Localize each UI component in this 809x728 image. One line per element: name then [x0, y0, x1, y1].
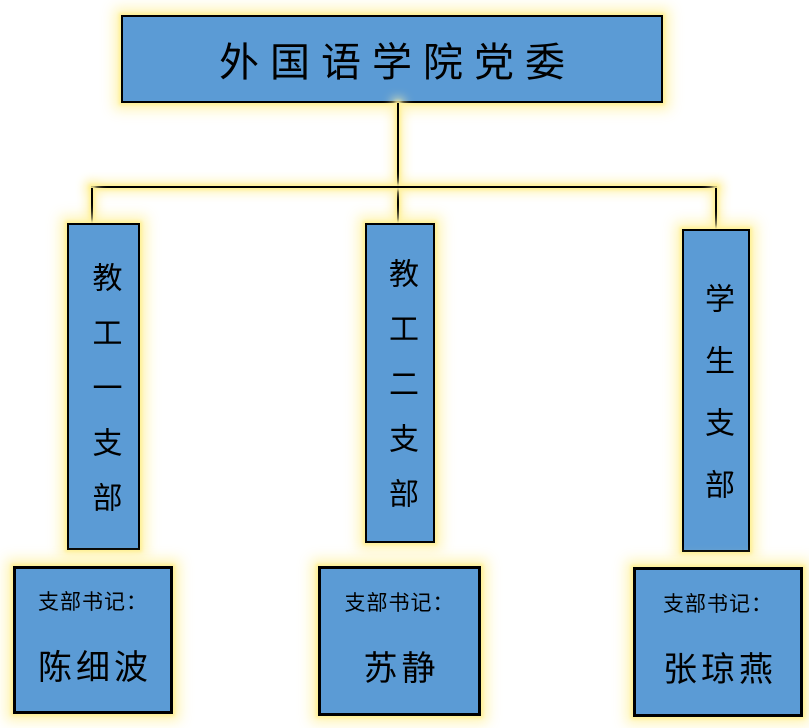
branch-label-3: 学生支部	[700, 282, 733, 531]
org-root-box: 外国语学院党委	[121, 15, 663, 103]
connector-vertical-main	[397, 103, 399, 223]
connector-drop-branch-3	[715, 188, 717, 229]
secretary-name-3: 张琼燕	[663, 651, 777, 689]
branch-box-2: 教工二支部	[365, 223, 435, 543]
secretary-title-1: 支部书记：	[38, 589, 148, 614]
org-root-label: 外国语学院党委	[219, 40, 576, 85]
secretary-name-1: 陈细波	[38, 649, 152, 687]
secretary-box-2: 支部书记： 苏静	[318, 566, 481, 716]
secretary-name-2: 苏静	[363, 650, 440, 688]
branch-label-1: 教工一支部	[87, 261, 121, 537]
connector-drop-branch-1	[91, 188, 93, 223]
branch-label-2: 教工二支部	[384, 258, 417, 533]
secretary-box-1: 支部书记： 陈细波	[13, 566, 173, 714]
secretary-title-2: 支部书记：	[344, 590, 455, 615]
branch-box-1: 教工一支部	[67, 223, 140, 550]
secretary-title-3: 支部书记：	[663, 591, 773, 616]
connector-horizontal	[91, 186, 717, 188]
secretary-box-3: 支部书记： 张琼燕	[633, 567, 803, 717]
branch-box-3: 学生支部	[682, 229, 750, 552]
